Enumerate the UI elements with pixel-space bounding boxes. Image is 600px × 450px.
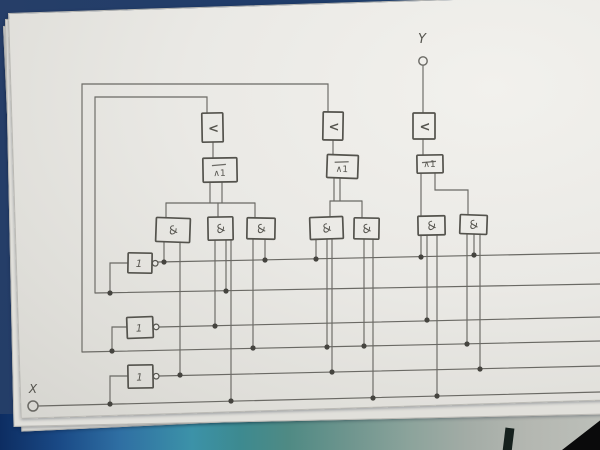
inverter-bubble <box>151 259 159 267</box>
not-gate-box: 1 <box>126 363 160 390</box>
wire <box>94 96 208 294</box>
flipflop-box-outline <box>412 112 436 140</box>
clock-caret-glyph: < <box>420 120 431 135</box>
and-glyph: & <box>166 222 179 238</box>
and-gate-box-outline <box>352 216 381 241</box>
junction-dot <box>109 348 115 354</box>
and-gate-box: & <box>245 216 277 241</box>
flipflop-box: < <box>200 111 225 144</box>
clock-caret-glyph: < <box>208 121 219 136</box>
junction-dot <box>324 344 330 350</box>
junction-dot <box>329 369 335 375</box>
not-gate-box: 1 <box>126 251 159 275</box>
junction-dot <box>424 317 430 323</box>
and-gate-box-outline <box>458 213 489 236</box>
overbar <box>421 160 437 164</box>
flipflop-box-outline <box>321 110 345 142</box>
inverter-bubble <box>152 323 160 331</box>
and-glyph: & <box>254 220 267 236</box>
or-gate-box-outline <box>416 153 444 175</box>
or-gate-box: ∧1 <box>325 153 360 180</box>
junction-dot <box>107 401 113 407</box>
and-gate-box: & <box>417 214 446 237</box>
wire <box>111 326 128 352</box>
or-gate-box-outline <box>201 156 239 184</box>
overbar <box>334 161 349 163</box>
and-glyph: & <box>425 217 439 233</box>
wire <box>109 375 129 405</box>
and-gate-box-outline <box>417 214 446 237</box>
and-gate-box-outline <box>154 216 192 244</box>
junction-dot <box>262 257 268 263</box>
flipflop-box-outline <box>200 111 225 144</box>
junction-dot <box>161 259 167 265</box>
and-glyph: & <box>360 220 373 236</box>
not-glyph: 1 <box>136 372 143 383</box>
input-terminal <box>27 400 39 412</box>
and-gate-box-outline <box>308 215 345 241</box>
or-gate-box: ∧1 <box>201 156 239 184</box>
junction-dot <box>464 341 470 347</box>
wire <box>158 316 600 328</box>
junction-dot <box>418 254 424 260</box>
junction-dot <box>370 395 376 401</box>
junction-dot <box>250 345 256 351</box>
and-glyph: & <box>320 220 334 236</box>
flipflop-box: < <box>412 112 436 140</box>
wire <box>157 252 600 263</box>
or-glyph: ∧1 <box>423 160 436 170</box>
not-glyph: 1 <box>136 323 143 334</box>
or-gate-box-outline <box>325 153 360 180</box>
wire <box>434 172 469 216</box>
junction-dot <box>434 393 440 399</box>
wire <box>37 391 600 407</box>
clock-caret-glyph: < <box>328 120 339 135</box>
junction-dot <box>212 323 218 329</box>
and-gate-box-outline <box>245 216 277 241</box>
junction-dot <box>361 343 367 349</box>
and-gate-box: & <box>352 216 381 241</box>
junction-dot <box>228 398 234 404</box>
wire <box>109 262 129 294</box>
and-glyph: & <box>467 216 480 232</box>
and-gate-box: & <box>206 215 235 242</box>
junction-dot <box>477 366 483 372</box>
junction-dot <box>107 290 113 296</box>
wire <box>81 83 329 353</box>
output-terminal <box>418 56 428 66</box>
or-glyph: ∧1 <box>336 165 349 175</box>
flipflop-box: < <box>321 110 345 142</box>
junction-dot <box>471 252 477 258</box>
wire <box>158 365 600 377</box>
and-gate-box: & <box>458 213 489 236</box>
not-glyph: 1 <box>136 259 143 270</box>
and-gate-box: & <box>308 215 345 241</box>
junction-dot <box>313 256 319 262</box>
junction-dot <box>223 288 229 294</box>
and-gate-box: & <box>154 216 192 244</box>
output-label: Y <box>418 32 427 47</box>
overbar <box>211 163 226 167</box>
and-gate-box-outline <box>206 215 235 242</box>
or-glyph: ∧1 <box>213 169 226 179</box>
junction-dot <box>177 372 183 378</box>
inverter-bubble <box>152 372 160 380</box>
wire <box>94 283 600 294</box>
input-label: X <box>28 382 38 396</box>
or-gate-box: ∧1 <box>416 153 444 175</box>
wire <box>81 340 600 353</box>
not-gate-box: 1 <box>125 315 160 340</box>
and-glyph: & <box>214 220 228 236</box>
